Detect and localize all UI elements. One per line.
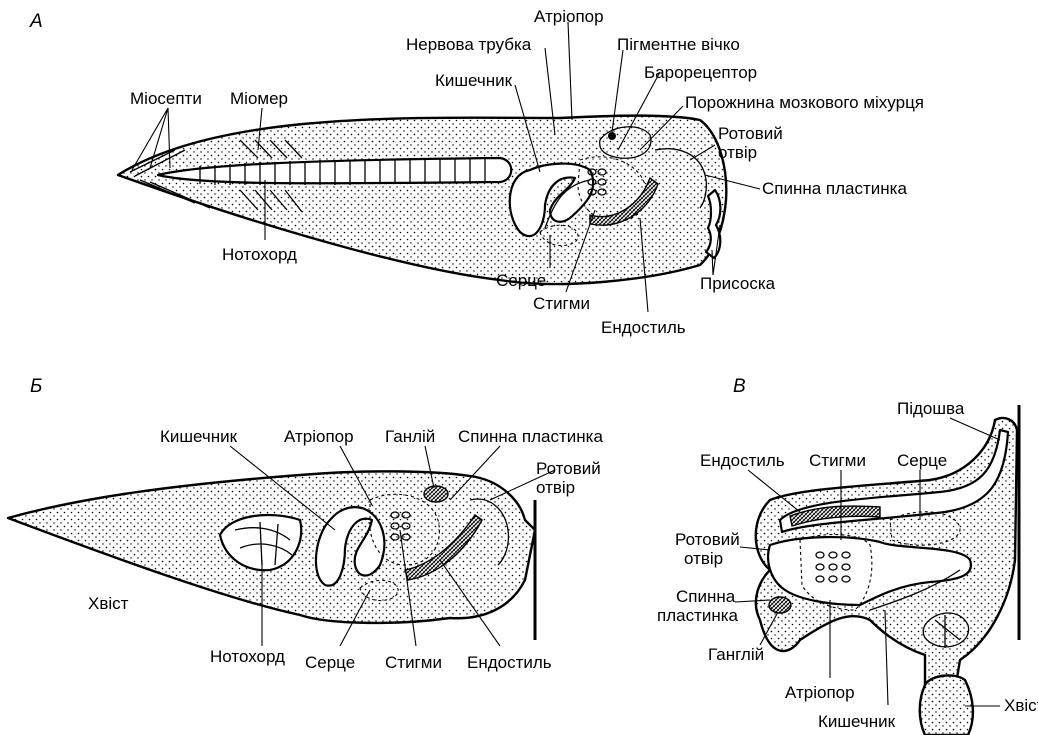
label-intestine-c: Кишечник [818, 712, 896, 731]
label-dorsal-plate-a: Спинна пластинка [762, 179, 907, 198]
label-dorsal-plate-c-1: Спинна [676, 587, 736, 606]
panel-b-letter: Б [30, 376, 42, 397]
label-heart-a: Серце [496, 271, 546, 290]
label-endostyle-c: Ендостиль [700, 451, 785, 470]
label-mouth-c-1: Ротовий [675, 530, 740, 549]
label-mouth-b-1: Ротовий [536, 459, 601, 478]
label-neural-tube-a: Нервова трубка [406, 35, 532, 54]
label-brain-vesicle-cavity-a: Порожнина мозкового міхурця [685, 93, 924, 112]
label-tail-c: Хвіст [1004, 696, 1038, 715]
label-heart-b: Серце [305, 653, 355, 672]
label-notochord-b: Нотохорд [210, 647, 285, 666]
label-stigmata-c: Стигми [809, 451, 866, 470]
label-dorsal-plate-b: Спинна пластинка [458, 427, 603, 446]
label-intestine-b: Кишечник [160, 427, 238, 446]
label-tail-b: Хвіст [88, 594, 129, 613]
label-mouth-a-1: Ротовий [718, 124, 783, 143]
label-atriopore-a: Атріопор [534, 7, 604, 26]
panel-c: В [657, 376, 1038, 735]
panel-a: А [29, 7, 924, 337]
tail-c [920, 675, 973, 735]
label-ganglion-c: Ганглій [708, 645, 764, 664]
label-notochord-a: Нотохорд [222, 245, 297, 264]
label-endostyle-b: Ендостиль [467, 653, 552, 672]
ganglion-b [424, 486, 448, 502]
label-sole-c: Підошва [897, 399, 965, 418]
label-mouth-c-2: отвір [684, 549, 723, 568]
label-stigmata-b: Стигми [385, 653, 442, 672]
label-myomere-a: Міомер [230, 89, 288, 108]
label-atriopore-b: Атріопор [284, 427, 354, 446]
label-heart-c: Серце [897, 451, 947, 470]
label-endostyle-a: Ендостиль [601, 318, 686, 337]
label-intestine-a: Кишечник [435, 71, 513, 90]
label-dorsal-plate-c-2: пластинка [657, 606, 739, 625]
label-baroreceptor-a: Барорецептор [644, 63, 757, 82]
label-stigmata-a: Стигми [533, 294, 590, 313]
label-mouth-a-2: отвір [718, 143, 757, 162]
label-mouth-b-2: отвір [536, 478, 575, 497]
label-myosepta-a: Міосепти [130, 89, 202, 108]
panel-b: Б Кишечник [8, 376, 603, 672]
panel-c-letter: В [733, 376, 746, 397]
ganglion-c [769, 597, 791, 613]
label-ganglion-b: Ганлій [385, 427, 435, 446]
label-sucker-a: Присоска [700, 274, 776, 293]
larva-a-body [118, 116, 726, 284]
panel-a-letter: А [29, 11, 43, 32]
label-pigment-eye-a: Пігментне вічко [617, 35, 740, 54]
pigment-eye-a [608, 132, 616, 140]
label-atriopore-c: Атріопор [785, 683, 855, 702]
